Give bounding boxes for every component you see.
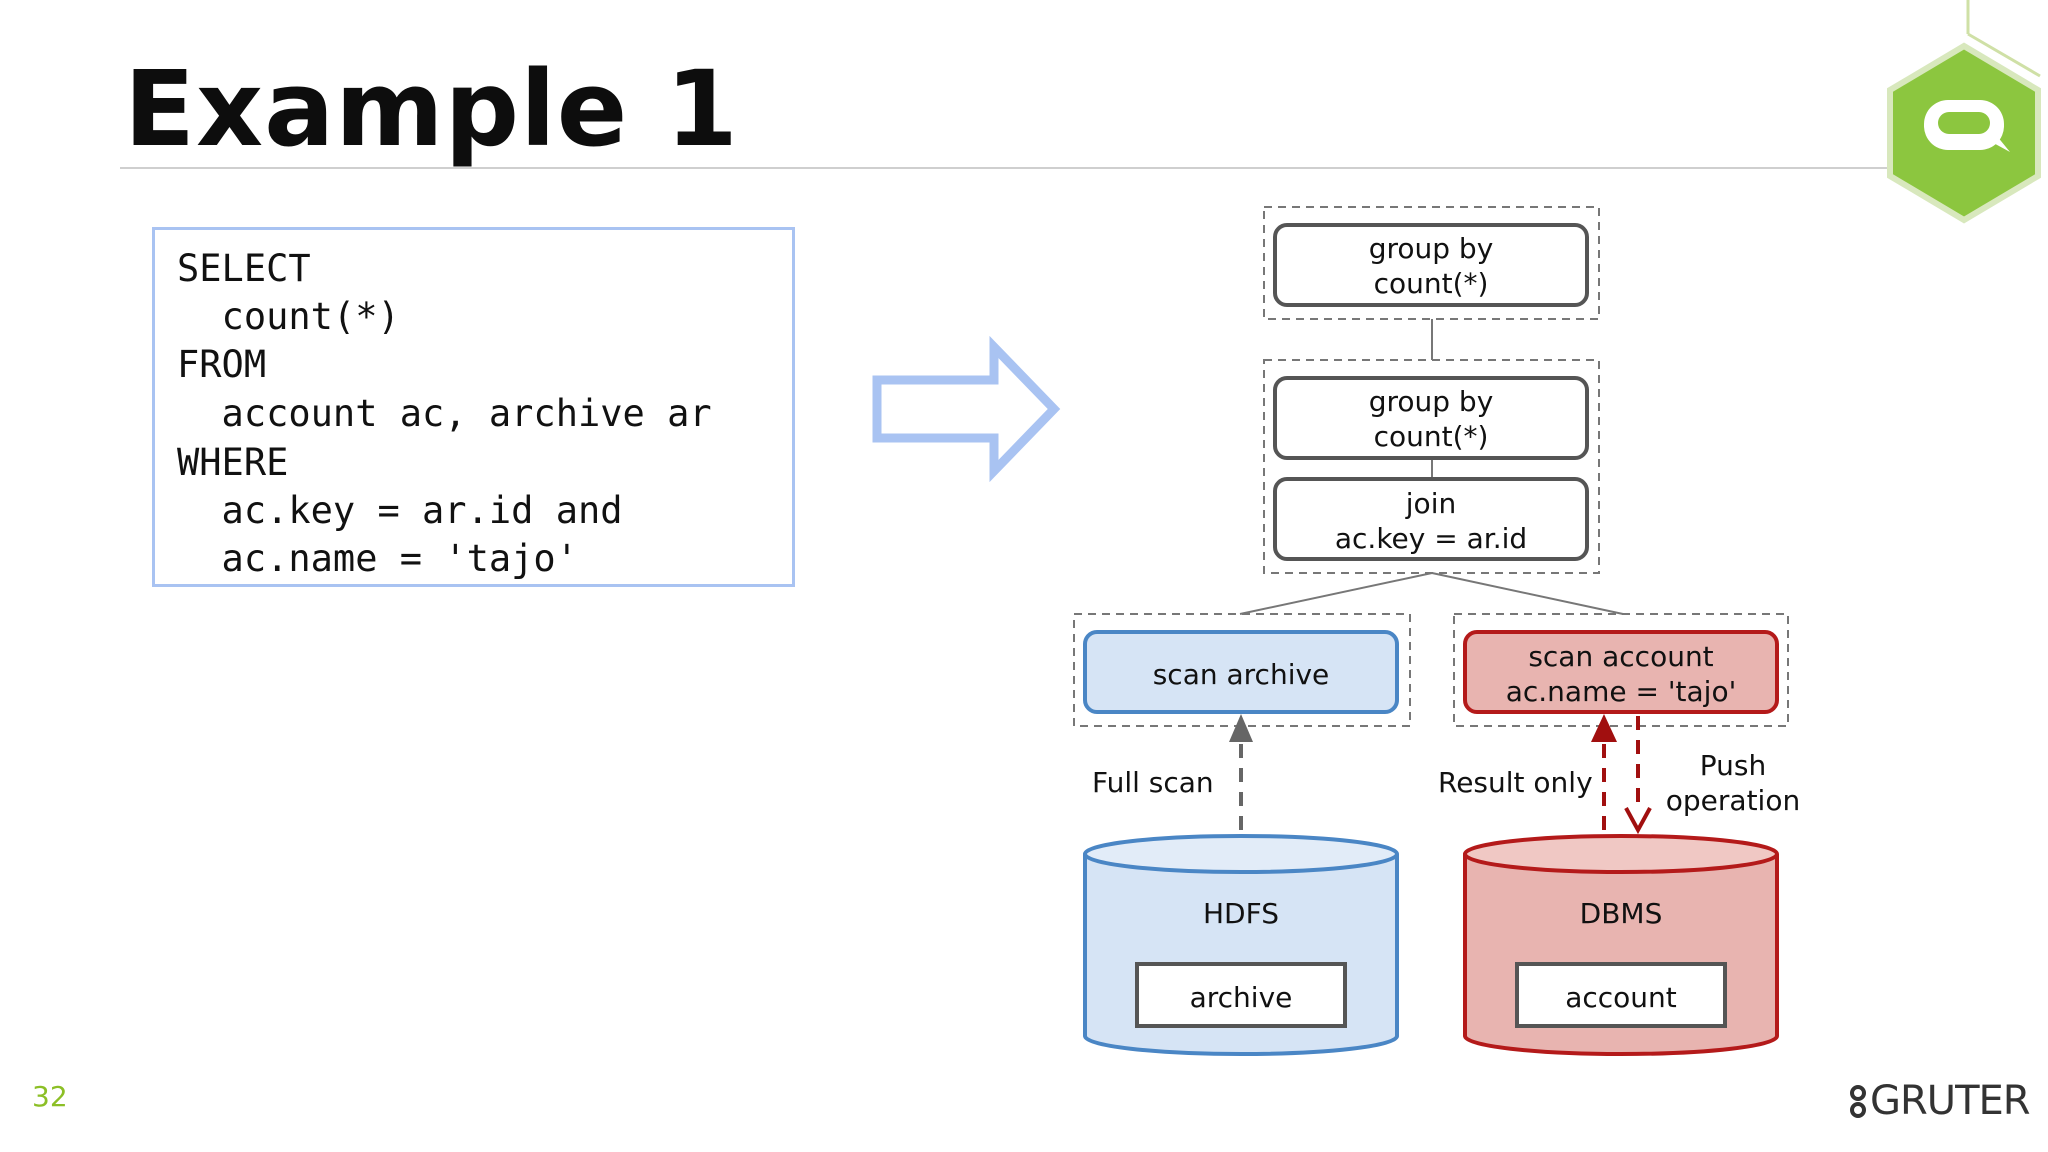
- sql-line: ac.key = ar.id and: [177, 489, 623, 532]
- sql-line: count(*): [177, 295, 400, 338]
- sql-line: WHERE: [177, 441, 289, 484]
- speech-bubble-hexagon-logo: [1887, 0, 2041, 224]
- scan-account-node: scan account ac.name = 'tajo': [1463, 630, 1779, 714]
- edge-label-push: Push: [1700, 749, 1766, 782]
- edge-label-result-only: Result only: [1438, 766, 1593, 799]
- node-label: scan archive: [1153, 658, 1330, 691]
- storage-label: DBMS: [1580, 897, 1663, 930]
- arrow-down-icon: [1624, 807, 1652, 835]
- node-label: ac.name = 'tajo': [1506, 675, 1737, 708]
- node-label: group by: [1369, 232, 1494, 265]
- sql-line: ac.name = 'tajo': [177, 537, 578, 580]
- edge-label-operation: operation: [1666, 784, 1800, 817]
- edge-label-full-scan: Full scan: [1092, 766, 1214, 799]
- join-node: join ac.key = ar.id: [1273, 477, 1589, 561]
- title-divider: [120, 167, 1890, 169]
- group-by-node-middle: group by count(*): [1273, 376, 1589, 460]
- node-label: scan account: [1528, 640, 1713, 673]
- sql-line: account ac, archive ar: [177, 392, 712, 435]
- table-box-account: [1515, 962, 1727, 1028]
- sql-query-box: SELECT count(*) FROM account ac, archive…: [152, 227, 795, 587]
- table-label: archive: [1190, 981, 1293, 1014]
- table-label: account: [1565, 981, 1677, 1014]
- group-by-node-top: group by count(*): [1273, 223, 1589, 307]
- scan-archive-node: scan archive: [1083, 630, 1399, 714]
- dbms-cylinder: DBMS account: [1463, 834, 1779, 1056]
- node-label: join: [1405, 487, 1456, 520]
- hdfs-cylinder: HDFS archive: [1083, 834, 1399, 1056]
- brand-name: GRUTER: [1870, 1078, 2031, 1124]
- node-label: group by: [1369, 385, 1494, 418]
- brand-mark-icon: [1850, 1085, 1866, 1118]
- slide-title: Example 1: [124, 48, 739, 170]
- page-number: 32: [32, 1080, 68, 1113]
- right-arrow-icon: [872, 335, 1061, 483]
- arrow-up-icon: [1591, 714, 1617, 742]
- table-box-archive: [1135, 962, 1347, 1028]
- node-label: ac.key = ar.id: [1335, 522, 1527, 555]
- sql-line: SELECT: [177, 247, 311, 290]
- arrow-up-icon: [1229, 714, 1253, 742]
- storage-label: HDFS: [1203, 897, 1279, 930]
- sql-line: FROM: [177, 343, 267, 386]
- node-label: count(*): [1374, 420, 1489, 453]
- brand-logo: GRUTER: [1848, 1076, 2031, 1126]
- node-label: count(*): [1374, 267, 1489, 300]
